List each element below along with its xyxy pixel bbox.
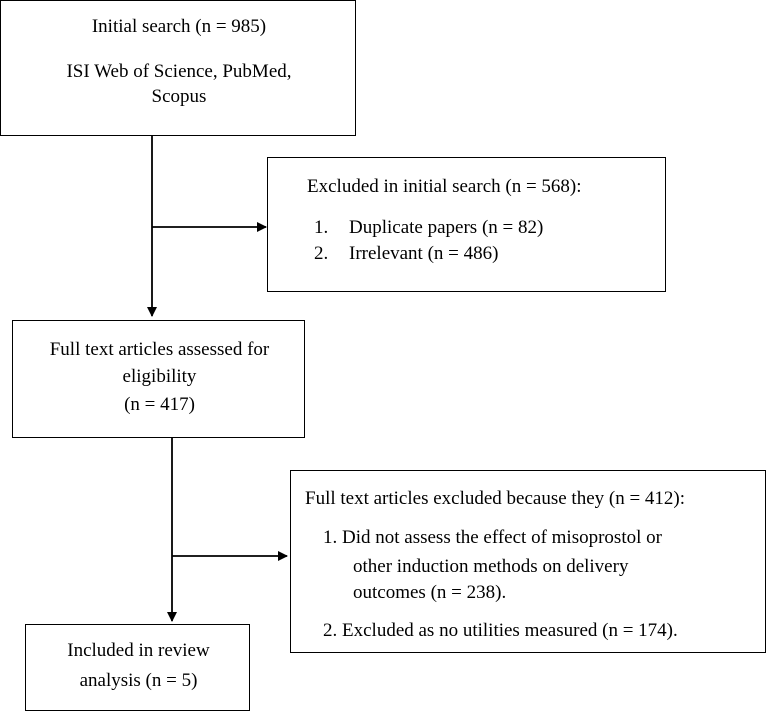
initial-search-title: Initial search (n = 985) xyxy=(91,16,267,37)
excluded-initial-title: Excluded in initial search (n = 568): xyxy=(307,176,582,197)
excluded-initial-box: Excluded in initial search (n = 568): 1.… xyxy=(267,157,666,292)
excluded-initial-item-text: Duplicate papers (n = 82) xyxy=(349,217,544,238)
initial-search-sources-line1: ISI Web of Science, PubMed, xyxy=(66,61,292,82)
included-line1: Included in review xyxy=(67,640,210,661)
excluded-initial-item-num: 1. xyxy=(314,217,329,238)
included-line2: analysis (n = 5) xyxy=(79,670,198,691)
full-text-excluded-title: Full text articles excluded because they… xyxy=(305,488,686,509)
full-text-excluded-item1-line1: 1. Did not assess the effect of misopros… xyxy=(323,527,662,548)
full-text-excluded-item1-line3: outcomes (n = 238). xyxy=(353,582,507,603)
full-text-assessed-line1: Full text articles assessed for xyxy=(49,339,270,360)
full-text-assessed-box: Full text articles assessed for eligibil… xyxy=(12,320,305,438)
excluded-initial-item-num: 2. xyxy=(314,243,329,264)
included-box: Included in review analysis (n = 5) xyxy=(25,624,250,711)
initial-search-box: Initial search (n = 985) ISI Web of Scie… xyxy=(0,0,356,136)
full-text-assessed-line2: eligibility xyxy=(122,366,197,387)
excluded-initial-item-text: Irrelevant (n = 486) xyxy=(349,243,499,264)
full-text-assessed-count: (n = 417) xyxy=(124,394,195,415)
initial-search-sources-line2: Scopus xyxy=(151,86,207,107)
full-text-excluded-item1-line2: other induction methods on delivery xyxy=(353,556,629,577)
full-text-excluded-box: Full text articles excluded because they… xyxy=(290,470,766,653)
full-text-excluded-item2: 2. Excluded as no utilities measured (n … xyxy=(323,620,678,641)
